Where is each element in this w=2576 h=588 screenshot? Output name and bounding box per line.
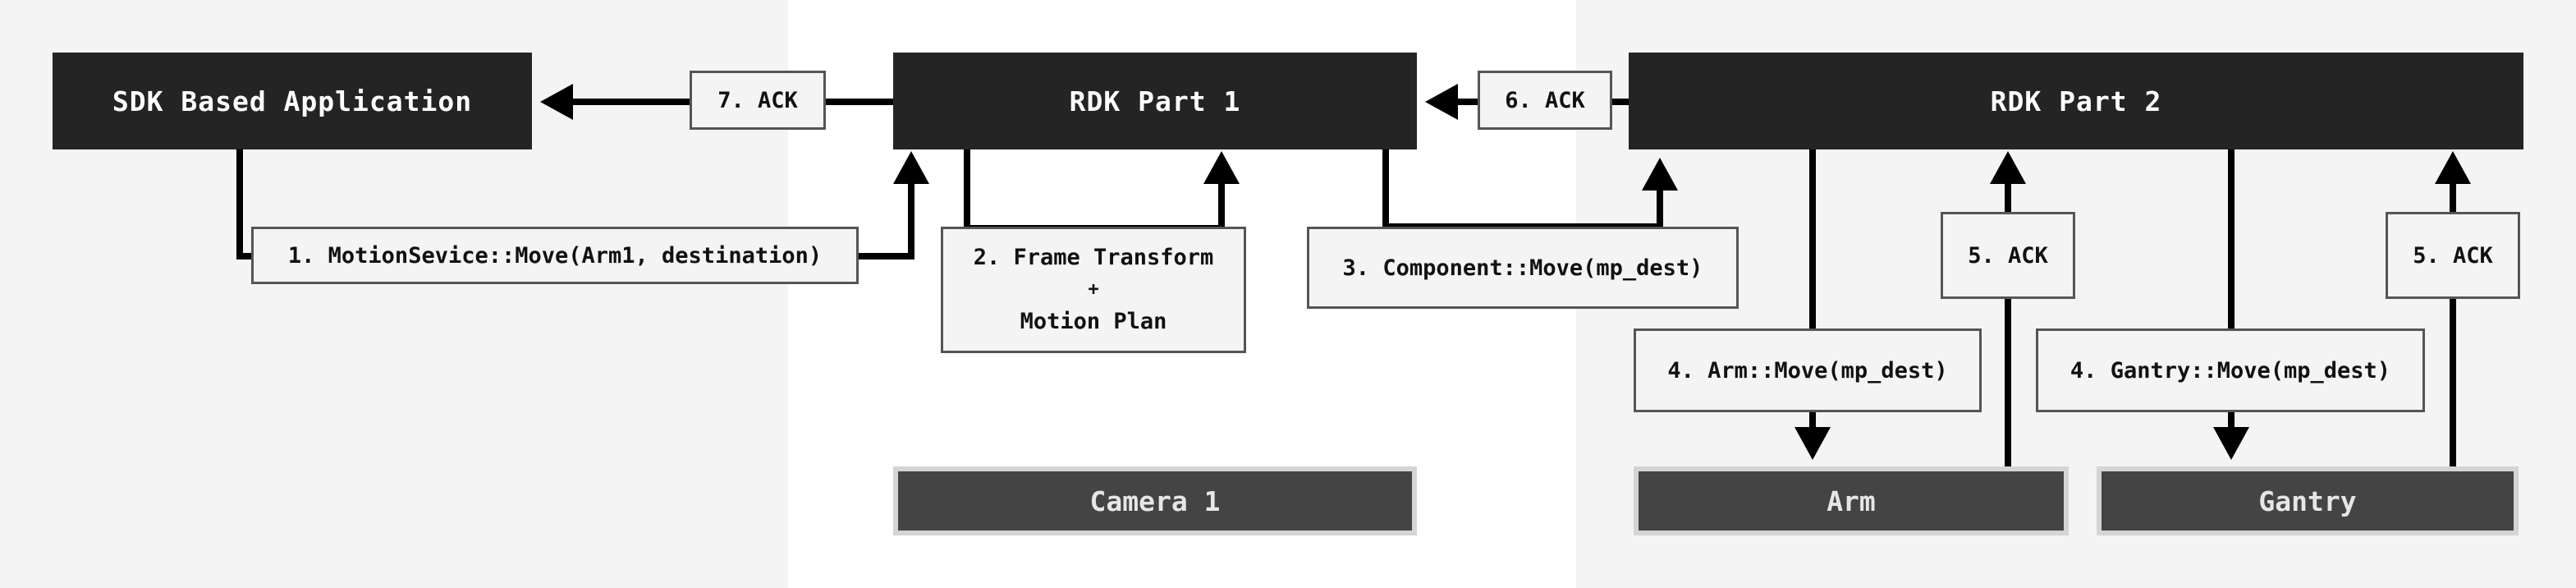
step2-plus: + [1088, 279, 1099, 300]
edge-step2-line [964, 148, 1225, 232]
arrowhead-rdk-part1 [1425, 84, 1458, 120]
arrowhead-gantry [2213, 427, 2249, 460]
arrowhead-step5-arm [1990, 151, 2026, 184]
step2-line2: Motion Plan [1020, 309, 1167, 334]
step4-arm-move-label: 4. Arm::Move(mp_dest) [1634, 328, 1982, 412]
rdk-part1-node[interactable]: RDK Part 1 [893, 53, 1417, 149]
gantry-node[interactable]: Gantry [2097, 466, 2519, 535]
step7-ack-label: 7. ACK [690, 71, 826, 130]
arrowhead-arm [1794, 427, 1831, 460]
sdk-application-node[interactable]: SDK Based Application [53, 53, 532, 149]
arrowhead-step5-gantry [2435, 151, 2471, 184]
step3-component-move-label: 3. Component::Move(mp_dest) [1307, 227, 1739, 309]
rdk-part2-node[interactable]: RDK Part 2 [1629, 53, 2523, 149]
step2-line1: 2. Frame Transform [973, 245, 1214, 270]
step5-arm-ack-label: 5. ACK [1941, 212, 2075, 299]
edge-step3-line [1382, 148, 1663, 230]
step6-ack-label: 6. ACK [1478, 71, 1612, 130]
arrowhead-step2 [1203, 151, 1240, 184]
step2-frame-transform-label: 2. Frame Transform + Motion Plan [941, 227, 1246, 353]
arrowhead-sdk-app [540, 84, 573, 120]
arrowhead-step1 [893, 151, 929, 184]
step1-motion-service-label: 1. MotionSevice::Move(Arm1, destination) [251, 227, 859, 284]
step4-gantry-move-label: 4. Gantry::Move(mp_dest) [2036, 328, 2425, 412]
arrowhead-step3 [1642, 158, 1678, 191]
arm-node[interactable]: Arm [1634, 466, 2069, 535]
step5-gantry-ack-label: 5. ACK [2386, 212, 2520, 299]
camera-node[interactable]: Camera 1 [893, 466, 1417, 535]
